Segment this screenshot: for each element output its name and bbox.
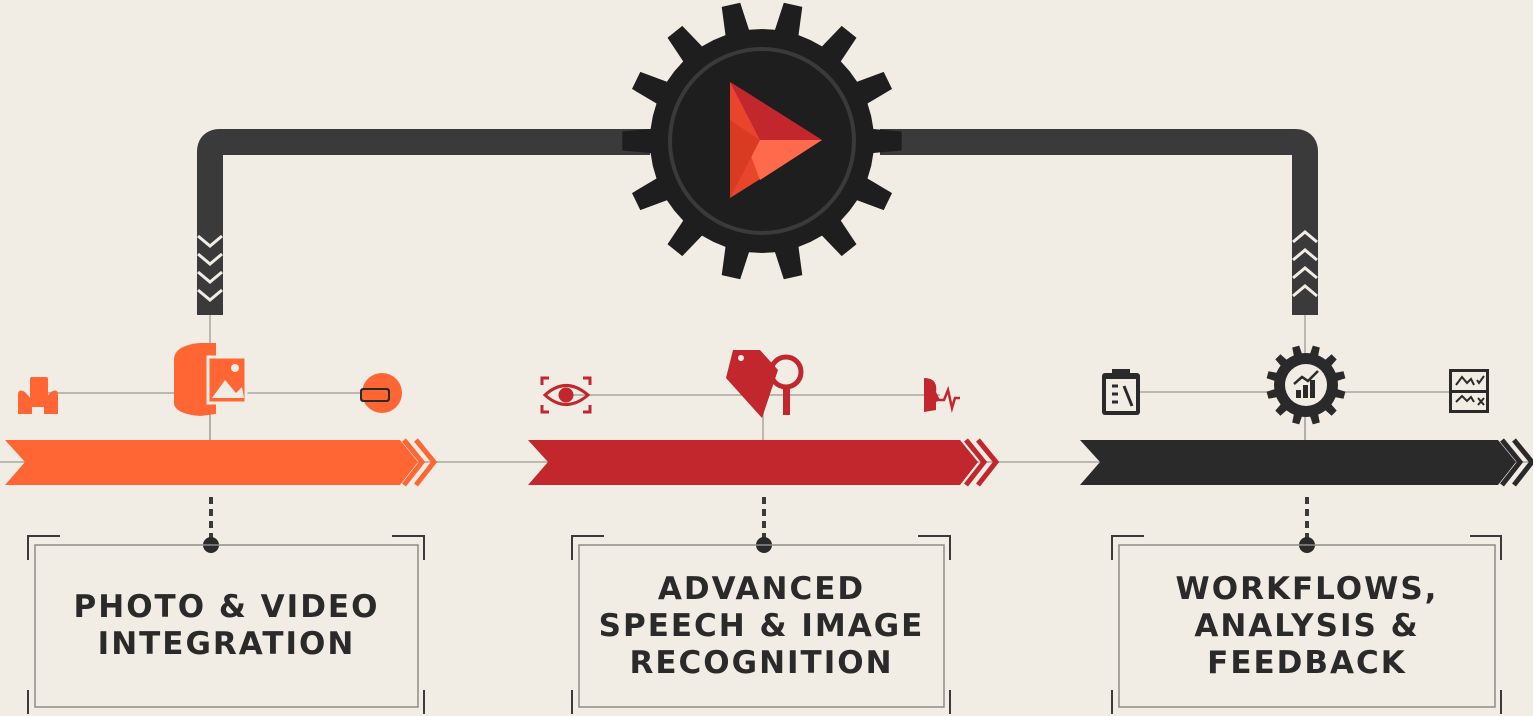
clipboard-icon (1102, 369, 1140, 415)
stage-icons-workflows (1102, 345, 1489, 440)
stage-icons-speech-image (540, 350, 960, 440)
stage-arrow-workflows (1080, 438, 1533, 487)
stage-arrow-speech-image (528, 438, 1000, 487)
stage-label-workflows: WORKFLOWS, ANALYSIS & FEEDBACK (1175, 570, 1439, 681)
label-frame-1 (27, 497, 425, 714)
stage-arrow-photo-video (5, 438, 438, 487)
stage-icons-photo-video (18, 343, 402, 440)
eye-target-icon (540, 376, 592, 414)
report-check-icon (1449, 369, 1489, 413)
speech-wave-icon (924, 378, 960, 413)
stage-label-speech-image: ADVANCED SPEECH & IMAGE RECOGNITION (598, 570, 925, 681)
down-chevrons-icon (197, 234, 223, 302)
photo-book-icon (174, 343, 248, 416)
hands-phone-icon (18, 377, 58, 414)
up-chevrons-icon (1292, 230, 1318, 298)
label-frame-3 (1111, 497, 1502, 714)
top-bracket (197, 129, 1318, 440)
tag-search-icon (726, 350, 804, 418)
gear-chart-icon (1266, 345, 1346, 425)
play-logo-icon (730, 82, 822, 198)
stage-label-photo-video: PHOTO & VIDEO INTEGRATION (73, 589, 380, 662)
label-frame-2 (571, 497, 951, 714)
vr-headset-icon (360, 373, 402, 413)
